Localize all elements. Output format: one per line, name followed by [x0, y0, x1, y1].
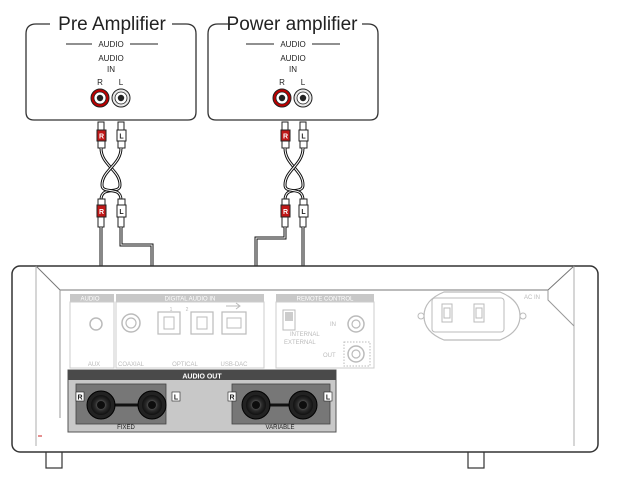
ac-in-socket[interactable] — [417, 291, 527, 341]
remote-out-label: OUT — [323, 353, 336, 359]
plug-label-l: L — [119, 134, 124, 141]
audio-in-panel: AUDIO AUX — [69, 294, 115, 369]
power-amp-l-label: L — [301, 78, 306, 87]
pre-amp-r-label: R — [97, 78, 103, 87]
optical-1-port[interactable] — [157, 311, 181, 335]
power-amplifier-box: Power amplifier AUDIO AUDIO IN R L — [207, 14, 379, 121]
power-amp-group-label: AUDIO — [280, 40, 305, 49]
fixed-r-label: R — [77, 395, 82, 402]
remote-in-jack[interactable] — [347, 315, 365, 333]
pre-amp-group-label: AUDIO — [98, 40, 123, 49]
variable-r-jack[interactable] — [241, 390, 271, 420]
pre-amp-jack-label-top: AUDIO — [98, 54, 123, 63]
optical-2-number: 2 — [186, 307, 189, 313]
usb-dac-port[interactable] — [221, 311, 247, 335]
pre-amplifier-box: Pre Amplifier AUDIO AUDIO IN R L — [25, 14, 197, 121]
internal-external-switch[interactable] — [282, 309, 296, 331]
optical-2-port[interactable] — [190, 311, 214, 335]
rca-plug-bottom-left: L — [116, 198, 127, 228]
variable-r-label: R — [229, 395, 234, 402]
audio-out-panel: AUDIO OUT R L FIXED — [67, 369, 337, 433]
pre-amp-l-label: L — [119, 78, 124, 87]
plug-label-l: L — [301, 209, 306, 216]
plug-label-r: R — [283, 209, 288, 216]
pre-amp-l-jack[interactable] — [111, 88, 131, 108]
power-amplifier-title: Power amplifier — [227, 14, 359, 35]
optical-label: OPTICAL — [172, 362, 198, 368]
rca-plug-top-left: L — [298, 121, 309, 149]
external-label: EXTERNAL — [284, 340, 316, 346]
usb-icon — [226, 302, 241, 310]
usb-dac-label: USB-DAC — [220, 362, 248, 368]
fixed-l-jack[interactable] — [137, 390, 167, 420]
coaxial-jack[interactable] — [121, 313, 141, 333]
rca-plug-top-right: R — [96, 121, 107, 149]
pre-amplifier-title: Pre Amplifier — [58, 14, 166, 35]
remote-in-label: IN — [330, 322, 336, 328]
plug-label-r: R — [99, 209, 104, 216]
power-amp-jack-label-top: AUDIO — [280, 54, 305, 63]
rca-plug-top-right: R — [280, 121, 291, 149]
pre-amp-jack-label-bottom: IN — [107, 65, 115, 74]
rca-plug-bottom-right: R — [280, 198, 291, 228]
aux-jack[interactable] — [89, 317, 103, 331]
fixed-r-jack[interactable] — [86, 390, 116, 420]
plug-label-r: R — [99, 134, 104, 141]
remote-control-panel: REMOTE CONTROL INTERNAL EXTERNAL IN OUT — [275, 294, 375, 369]
pre-amp-r-jack[interactable] — [90, 88, 110, 108]
optical-1-number: 1 — [170, 307, 173, 313]
device-rear-panel: AUDIO AUX DIGITAL AUDIO IN COAXIAL 1 2 — [11, 265, 599, 469]
power-amp-r-jack[interactable] — [272, 88, 292, 108]
remote-control-label: REMOTE CONTROL — [297, 297, 354, 303]
audio-out-title: AUDIO OUT — [182, 374, 222, 381]
audio-panel-label: AUDIO — [80, 297, 99, 303]
variable-label: VARIABLE — [266, 425, 295, 431]
rca-plug-bottom-left: L — [298, 198, 309, 228]
internal-label: INTERNAL — [290, 332, 320, 338]
power-amp-r-label: R — [279, 78, 285, 87]
digital-audio-in-label: DIGITAL AUDIO IN — [165, 297, 216, 303]
digital-audio-in-panel: DIGITAL AUDIO IN COAXIAL 1 2 OPTICAL — [115, 294, 265, 369]
plug-label-l: L — [119, 209, 124, 216]
plug-label-r: R — [283, 134, 288, 141]
power-amp-l-jack[interactable] — [293, 88, 313, 108]
variable-l-jack[interactable] — [288, 390, 318, 420]
variable-l-label: L — [326, 395, 331, 402]
remote-out-jack[interactable] — [343, 341, 371, 367]
plug-label-l: L — [301, 134, 306, 141]
fixed-label: FIXED — [117, 425, 135, 431]
rca-plug-top-left: L — [116, 121, 127, 149]
coaxial-label: COAXIAL — [118, 362, 145, 368]
power-amp-jack-label-bottom: IN — [289, 65, 297, 74]
aux-label: AUX — [88, 362, 100, 368]
ac-in-label: AC IN — [524, 295, 540, 301]
fixed-l-label: L — [174, 395, 179, 402]
rca-plug-bottom-right: R — [96, 198, 107, 228]
